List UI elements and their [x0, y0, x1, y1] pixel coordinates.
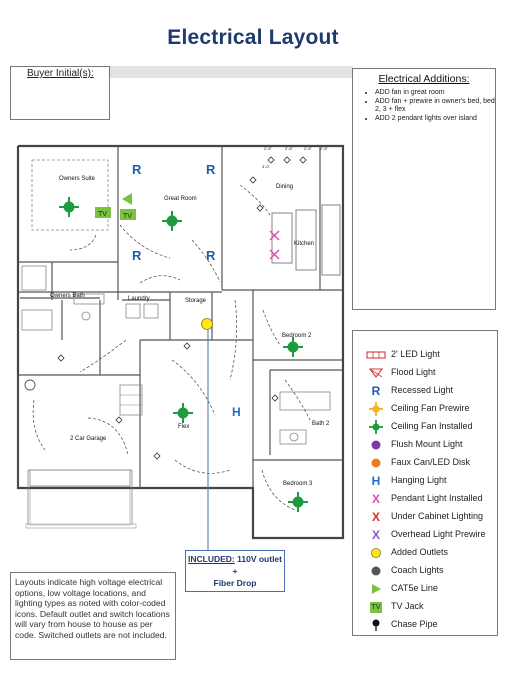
legend-item: Flood Light [353, 365, 499, 381]
dimension-label: 3'-0" [262, 164, 271, 169]
recessed-light-icon: R [206, 162, 216, 177]
legend-item: Ceiling Fan Installed [353, 419, 499, 435]
hanging-light-icon: H [371, 474, 381, 488]
room-label-flex: Flex [178, 424, 189, 430]
legend-label: Overhead Light Prewire [391, 529, 486, 539]
legend-label: Recessed Light [391, 385, 454, 395]
buyer-initials-label: Buyer Initial(s): [27, 68, 94, 79]
cat5e-line-icon [365, 581, 387, 597]
ceiling-fan-prewire-icon [365, 401, 387, 417]
legend-item: X Pendant Light Installed [353, 491, 499, 507]
chase-pipe-icon [365, 617, 387, 633]
legend-item: X Overhead Light Prewire [353, 527, 499, 543]
hanging-light-icon: H [232, 405, 241, 419]
dimension-label: 2'-6" [320, 146, 329, 151]
electrical-additions-list: ADD fan in great room ADD fan + prewire … [353, 89, 495, 123]
flood-light-icon [365, 365, 387, 381]
legend-label: Hanging Light [391, 475, 447, 485]
addition-item: ADD fan + prewire in owner's bed, bed 2,… [375, 98, 495, 115]
legend-label: Flood Light [391, 367, 436, 377]
included-callout: INCLUDED: 110V outlet + Fiber Drop [185, 550, 285, 592]
addition-item: ADD 2 pendant lights over island [375, 115, 495, 124]
room-label-garage: 2 Car Garage [70, 436, 107, 442]
recessed-light-icon: R [132, 162, 142, 177]
legend-label: Coach Lights [391, 565, 444, 575]
included-text: Fiber Drop [213, 578, 257, 588]
dimension-label: 2'-6" [285, 146, 294, 151]
legend-item: Faux Can/LED Disk [353, 455, 499, 471]
legend-item: X Under Cabinet Lighting [353, 509, 499, 525]
legend-item: Flush Mount Light [353, 437, 499, 453]
legend-label: CAT5e Line [391, 583, 438, 593]
cat5e-line-icon [122, 193, 132, 205]
pendant-light-installed-icon [269, 230, 280, 260]
addition-item: ADD fan in great room [375, 89, 495, 98]
disclaimer-note: Layouts indicate high voltage electrical… [10, 572, 176, 660]
led-light-icon [365, 347, 387, 363]
legend-item: CAT5e Line [353, 581, 499, 597]
room-label-owners-bath: Owners Bath [50, 293, 85, 299]
legend-label: 2' LED Light [391, 349, 440, 359]
tv-jack-icon: TV [369, 601, 383, 613]
tv-jack-icon [120, 209, 136, 220]
legend-label: Flush Mount Light [391, 439, 463, 449]
page-title: Electrical Layout [167, 26, 339, 49]
room-label-bath2: Bath 2 [312, 421, 330, 427]
room-label-storage: Storage [185, 298, 207, 304]
included-text: 110V outlet + [232, 554, 282, 576]
legend-item: Added Outlets [353, 545, 499, 561]
coach-light-icon [365, 563, 387, 579]
ceiling-fan-installed-icon [161, 210, 183, 232]
ceiling-fan-installed-icon [365, 419, 387, 435]
tv-jack-label: TV [98, 211, 107, 218]
legend-panel: 2' LED Light Flood Light R Recessed Ligh… [352, 330, 498, 636]
tv-jack-label: TV [123, 213, 132, 220]
legend-item: Ceiling Fan Prewire [353, 401, 499, 417]
legend-item: Chase Pipe [353, 617, 499, 633]
recessed-light-icon: R [371, 384, 381, 398]
ceiling-fan-installed-icon [287, 491, 309, 513]
overhead-light-prewire-icon: X [371, 528, 380, 542]
added-outlet-icon [365, 545, 387, 561]
legend-label: Under Cabinet Lighting [391, 511, 484, 521]
room-label-dining: Dining [276, 184, 293, 190]
faux-can-led-disk-icon [365, 455, 387, 471]
legend-item: 2' LED Light [353, 347, 499, 363]
dimension-label: 2'-6" [304, 146, 313, 151]
legend-label: TV Jack [391, 601, 424, 611]
ceiling-fan-installed-icon [58, 196, 80, 218]
room-label-bedroom3: Bedroom 3 [283, 481, 313, 487]
room-label-laundry: Laundry [128, 296, 150, 302]
legend-label: Pendant Light Installed [391, 493, 483, 503]
flush-mount-light-icon [365, 437, 387, 453]
legend-label: Ceiling Fan Prewire [391, 403, 470, 413]
legend-label: Chase Pipe [391, 619, 438, 629]
dimension-label: 2'-6" [264, 146, 273, 151]
legend-item: H Hanging Light [353, 473, 499, 489]
electrical-additions-title: Electrical Additions: [378, 73, 470, 85]
recessed-light-icon: R [132, 248, 142, 263]
ceiling-fan-installed-icon [172, 402, 194, 424]
room-label-great-room: Great Room [164, 196, 197, 202]
room-label-kitchen: Kitchen [294, 241, 314, 247]
included-label: INCLUDED: [187, 554, 235, 564]
legend-item: Coach Lights [353, 563, 499, 579]
electrical-additions-panel: Electrical Additions: ADD fan in great r… [352, 68, 496, 310]
pendant-light-installed-icon: X [371, 492, 380, 506]
buyer-initials-box[interactable] [10, 66, 110, 120]
ceiling-fan-installed-icon [282, 336, 304, 358]
header-band [108, 66, 353, 78]
tv-jack-icon [95, 207, 111, 218]
under-cabinet-lighting-icon: X [371, 510, 380, 524]
legend-label: Faux Can/LED Disk [391, 457, 471, 467]
added-outlet-icon [201, 318, 213, 330]
room-label-bedroom2: Bedroom 2 [282, 333, 312, 339]
recessed-light-icon: R [206, 248, 216, 263]
legend-label: Ceiling Fan Installed [391, 421, 473, 431]
room-label-owners-suite: Owners Suite [59, 176, 96, 182]
legend-item: TV TV Jack [353, 599, 499, 615]
legend-item: R Recessed Light [353, 383, 499, 399]
legend-label: Added Outlets [391, 547, 449, 557]
